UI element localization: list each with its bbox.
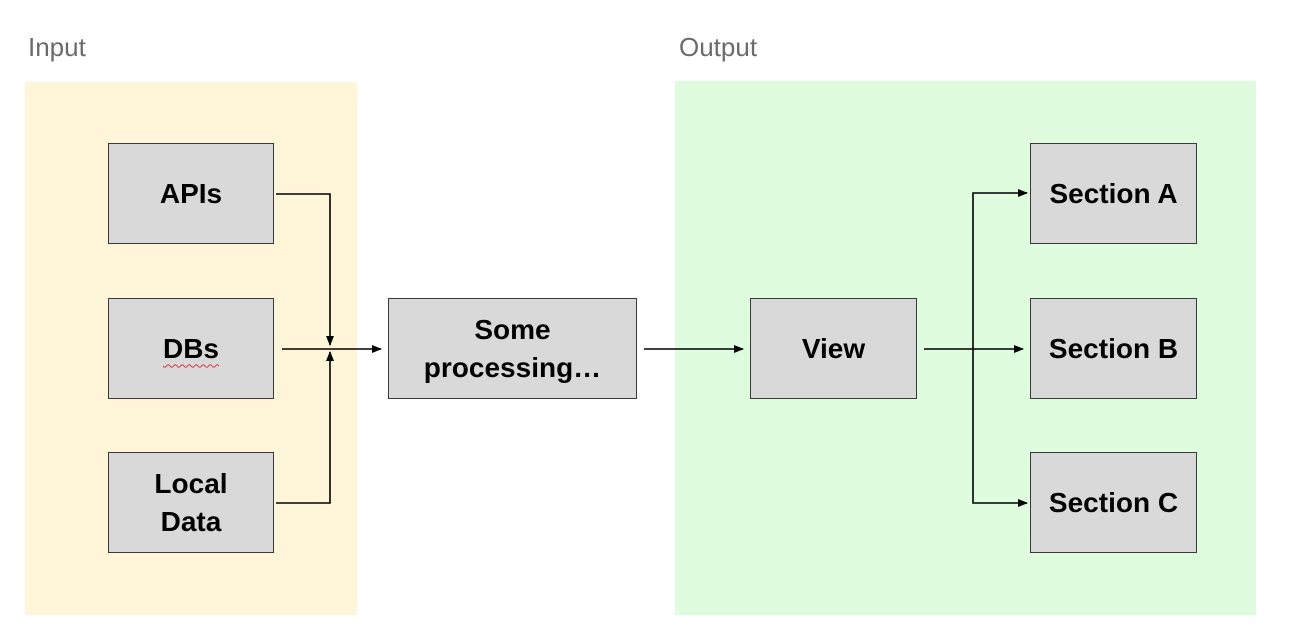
node-section-a-label: Section A <box>1049 177 1178 209</box>
edge-view-section-c <box>972 349 1028 507</box>
node-local-data-label: Local Data <box>154 467 228 537</box>
node-section-b: Section B <box>1030 298 1197 399</box>
input-region-label: Input <box>28 32 86 62</box>
edge-apis-processing <box>276 193 334 346</box>
edge-local-data-processing <box>276 351 334 504</box>
node-section-c: Section C <box>1030 452 1197 553</box>
node-view: View <box>750 298 917 399</box>
node-local-data: Local Data <box>108 452 274 553</box>
edge-view-section-a <box>972 189 1028 349</box>
node-processing-label: Some processing… <box>423 313 602 383</box>
node-section-b-label: Section B <box>1048 332 1179 364</box>
node-dbs-label: DBs <box>162 332 219 364</box>
node-section-c-label: Section C <box>1048 486 1179 518</box>
node-apis-label: APIs <box>159 177 223 209</box>
node-section-a: Section A <box>1030 143 1197 244</box>
node-processing: Some processing… <box>388 298 637 399</box>
node-view-label: View <box>801 332 866 364</box>
node-apis: APIs <box>108 143 274 244</box>
node-dbs: DBs <box>108 298 274 399</box>
output-region-label: Output <box>679 32 758 62</box>
